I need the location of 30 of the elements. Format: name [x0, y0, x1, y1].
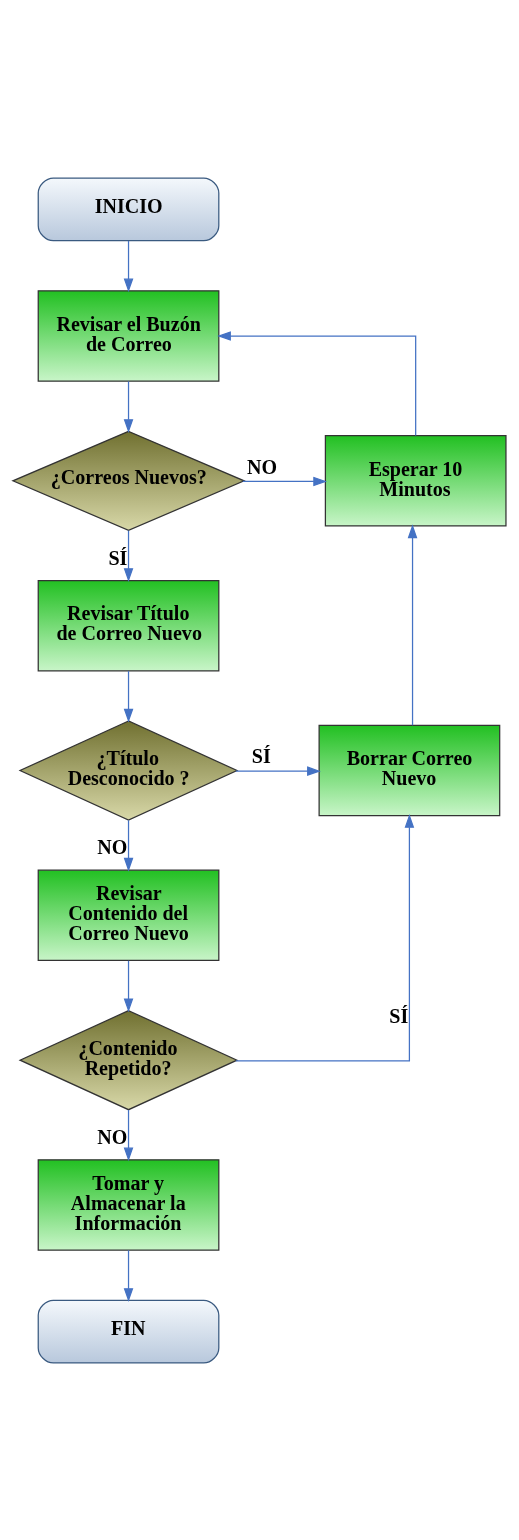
arrow	[123, 819, 134, 872]
node-box: Esperar 10 Minutos	[324, 434, 507, 527]
arrow	[123, 1249, 134, 1302]
edge-label: NO	[97, 1125, 128, 1148]
arrow	[123, 959, 134, 1012]
arrow	[242, 476, 328, 486]
edge-label: SÍ	[389, 1004, 409, 1027]
edge-label: SÍ	[108, 546, 128, 569]
node-box: Revisar Contenido del Correo Nuevo	[37, 869, 220, 961]
node-box: INICIO	[37, 176, 220, 241]
arrow	[235, 813, 415, 1061]
node-box: Tomar y Almacenar la Información	[37, 1158, 220, 1251]
arrow	[123, 1108, 134, 1161]
node-diamond: ¿Contenido Repetido?	[18, 1009, 239, 1110]
arrow	[235, 765, 321, 776]
arrow	[123, 239, 134, 292]
node-diamond: ¿Correos Nuevos?	[11, 430, 246, 531]
arrow	[123, 529, 134, 582]
arrow	[407, 523, 418, 726]
node-diamond: ¿Título Desconocido ?	[18, 719, 239, 821]
edge-label: NO	[97, 835, 128, 858]
node-box: Revisar el Buzón de Correo	[37, 289, 220, 382]
node-box: Borrar Correo Nuevo	[318, 724, 501, 816]
arrow	[217, 330, 417, 436]
edge-label: SÍ	[251, 744, 271, 767]
node-box: FIN	[37, 1299, 220, 1364]
edge-label: NO	[247, 455, 278, 478]
node-box: Revisar Título de Correo Nuevo	[37, 579, 220, 671]
arrow	[123, 669, 134, 723]
arrow	[123, 380, 134, 433]
